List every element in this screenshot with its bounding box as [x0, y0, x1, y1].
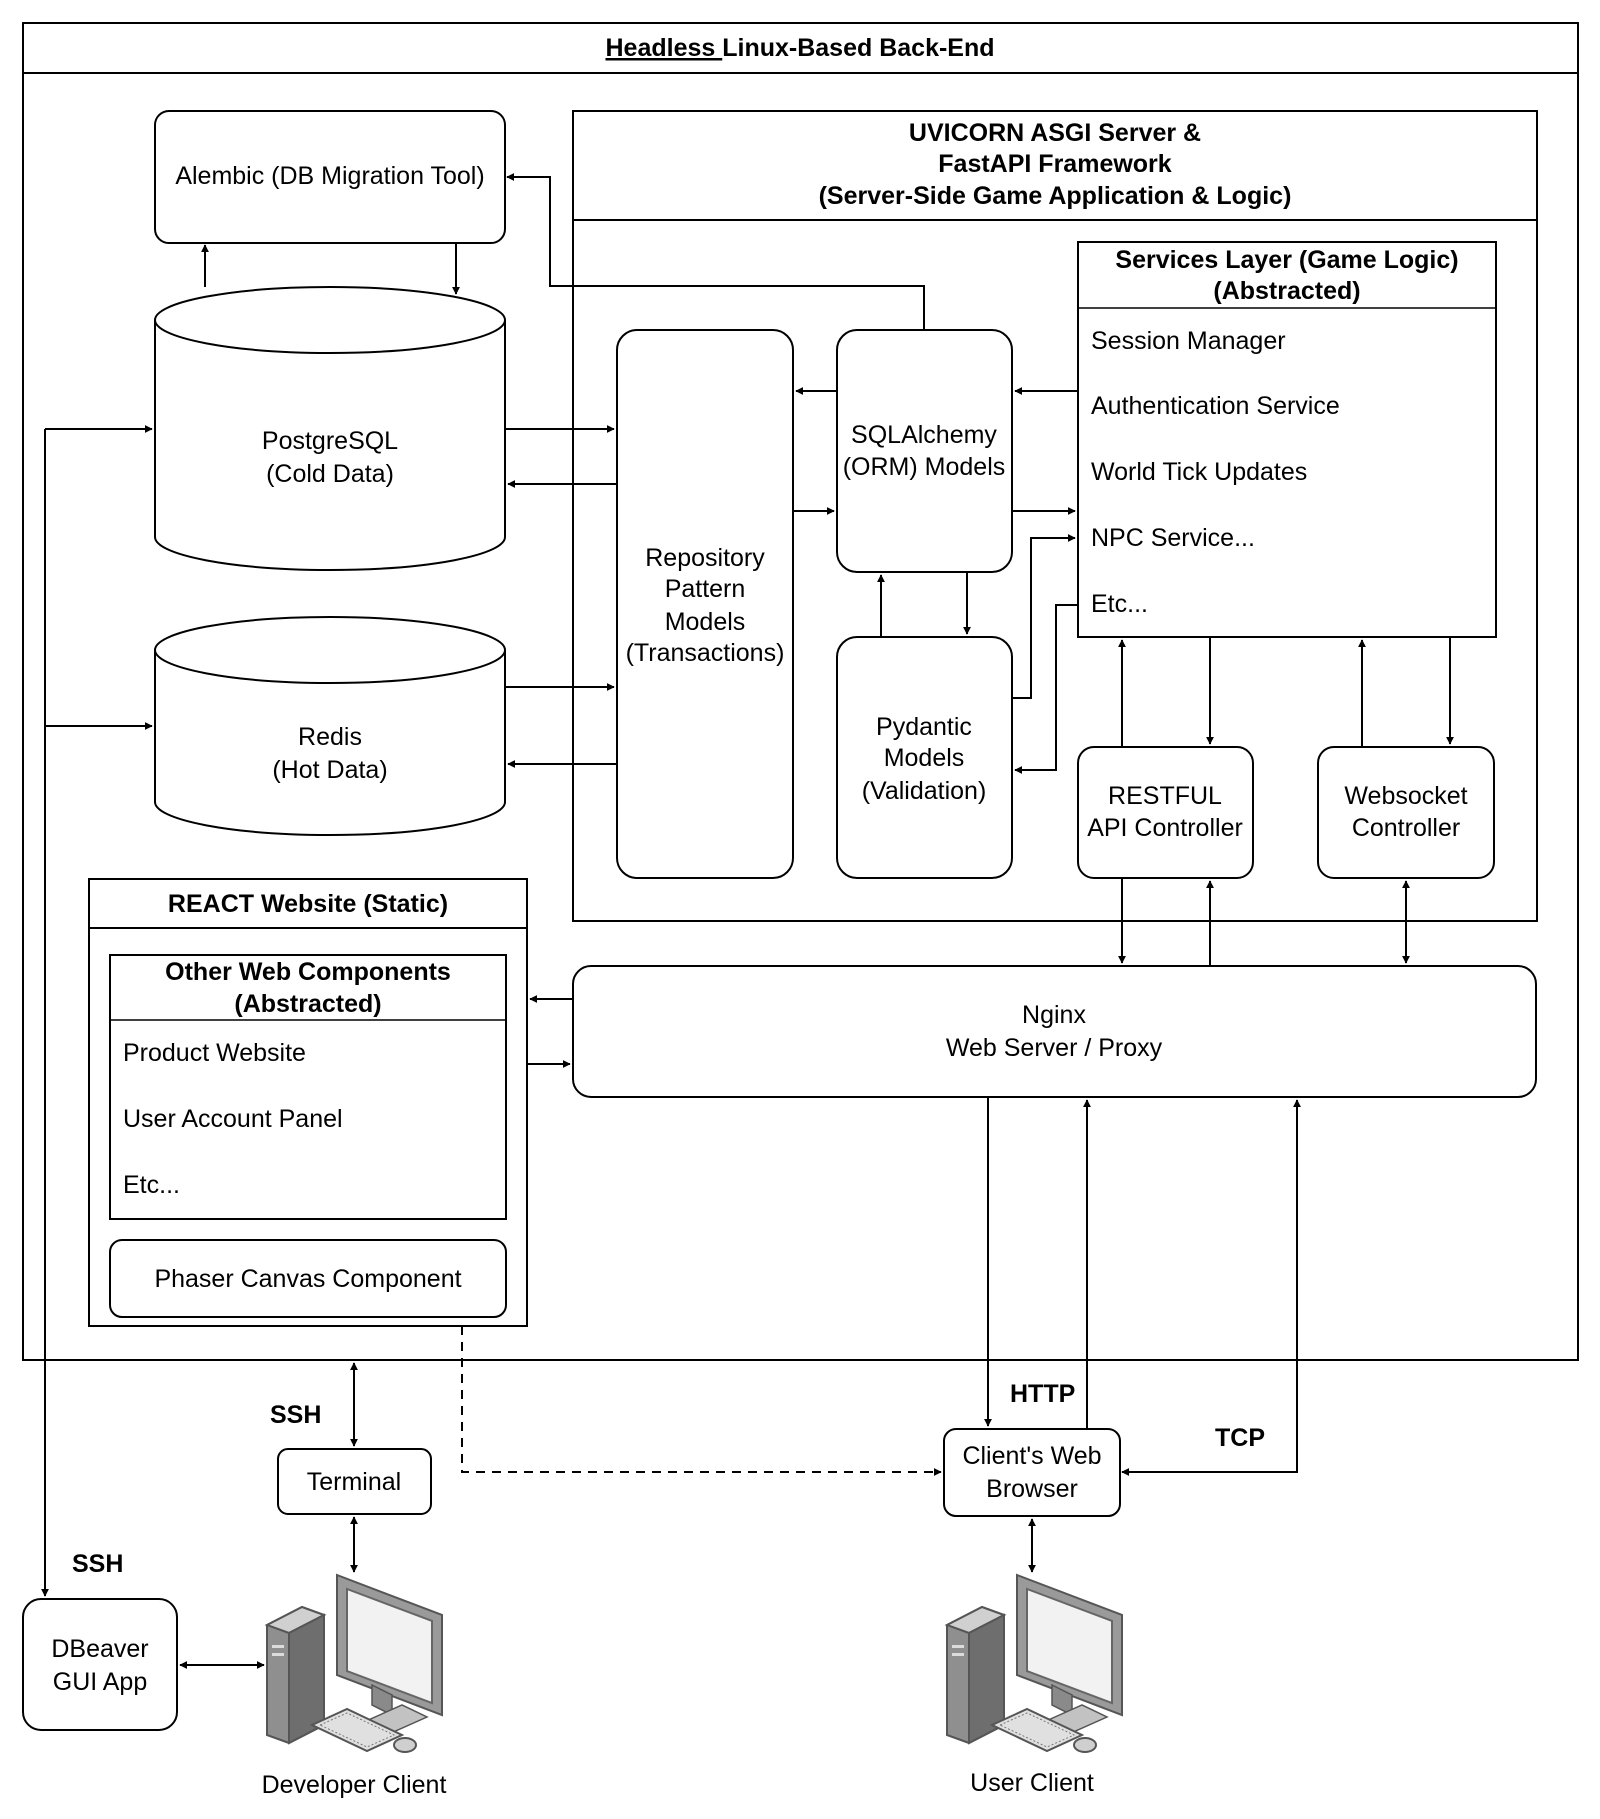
uvicorn-title-1: UVICORN ASGI Server &	[909, 119, 1201, 147]
other-web-title-1: Other Web Components	[165, 958, 451, 986]
desktop-computer-icon	[946, 1574, 1123, 1753]
backend-title: Headless Linux-Based Back-End	[605, 34, 994, 62]
restful-label-1: RESTFUL	[1108, 782, 1222, 810]
services-item: Etc...	[1091, 590, 1148, 618]
dbeaver-node	[22, 1598, 178, 1731]
websocket-label-1: Websocket	[1344, 782, 1467, 810]
postgres-cylinder	[154, 286, 506, 571]
restful-label-2: API Controller	[1087, 814, 1243, 842]
uvicorn-title-2: FastAPI Framework	[938, 150, 1172, 178]
user-client-label: User Client	[970, 1769, 1094, 1797]
services-item: World Tick Updates	[1091, 458, 1307, 486]
postgres-label-1: PostgreSQL	[262, 427, 398, 455]
services-title-2: (Abstracted)	[1213, 277, 1360, 305]
pydantic-label-3: (Validation)	[862, 777, 987, 805]
redis-cylinder	[154, 616, 506, 836]
restful-controller-node	[1077, 746, 1254, 879]
browser-label-2: Browser	[986, 1475, 1078, 1503]
redis-label-1: Redis	[298, 723, 362, 751]
alembic-node	[154, 110, 506, 244]
repository-node	[616, 329, 794, 879]
react-container	[88, 878, 528, 1327]
sqlalchemy-label-1: SQLAlchemy	[851, 421, 997, 449]
repository-label-4: (Transactions)	[626, 639, 785, 667]
repository-label-2: Pattern	[665, 575, 746, 603]
uvicorn-title-3: (Server-Side Game Application & Logic)	[819, 182, 1292, 210]
pydantic-label-2: Models	[884, 744, 965, 772]
services-item: Authentication Service	[1091, 392, 1340, 420]
other-web-item: Product Website	[123, 1039, 306, 1067]
postgres-label-2: (Cold Data)	[266, 460, 394, 488]
edge-label-tcp: TCP	[1215, 1424, 1265, 1452]
pydantic-node	[836, 636, 1013, 879]
dbeaver-label-1: DBeaver	[51, 1635, 148, 1663]
other-web-components	[109, 954, 507, 1220]
nginx-label-2: Web Server / Proxy	[946, 1034, 1163, 1062]
backend-container	[22, 22, 1579, 1361]
browser-label-1: Client's Web	[962, 1442, 1101, 1470]
dbeaver-label-2: GUI App	[53, 1668, 148, 1696]
websocket-controller-node	[1317, 746, 1495, 879]
websocket-label-2: Controller	[1352, 814, 1460, 842]
terminal-node	[277, 1448, 432, 1515]
connectors	[41, 173, 1454, 1669]
other-web-item: User Account Panel	[123, 1105, 343, 1133]
sqlalchemy-label-2: (ORM) Models	[843, 453, 1006, 481]
repository-label-3: Models	[665, 608, 746, 636]
developer-client-label: Developer Client	[262, 1771, 447, 1799]
alembic-label: Alembic (DB Migration Tool)	[175, 162, 484, 190]
services-item: NPC Service...	[1091, 524, 1255, 552]
other-web-item: Etc...	[123, 1171, 180, 1199]
services-title-1: Services Layer (Game Logic)	[1115, 246, 1458, 274]
uvicorn-container	[572, 110, 1538, 922]
phaser-canvas-node	[109, 1239, 507, 1318]
browser-node	[943, 1428, 1121, 1517]
edge-label-ssh-dbeaver: SSH	[72, 1550, 123, 1578]
react-title: REACT Website (Static)	[168, 890, 448, 918]
edge-label-http: HTTP	[1010, 1380, 1075, 1408]
pydantic-label-1: Pydantic	[876, 713, 972, 741]
phaser-label: Phaser Canvas Component	[154, 1265, 461, 1293]
services-item: Session Manager	[1091, 327, 1286, 355]
other-web-title-2: (Abstracted)	[234, 990, 381, 1018]
desktop-computer-icon	[266, 1574, 443, 1753]
sqlalchemy-node	[836, 329, 1013, 573]
repository-label-1: Repository	[645, 544, 765, 572]
nginx-node	[572, 965, 1537, 1098]
redis-label-2: (Hot Data)	[272, 756, 387, 784]
edge-label-ssh-terminal: SSH	[270, 1401, 321, 1429]
nginx-label-1: Nginx	[1022, 1001, 1086, 1029]
terminal-label: Terminal	[307, 1468, 401, 1496]
